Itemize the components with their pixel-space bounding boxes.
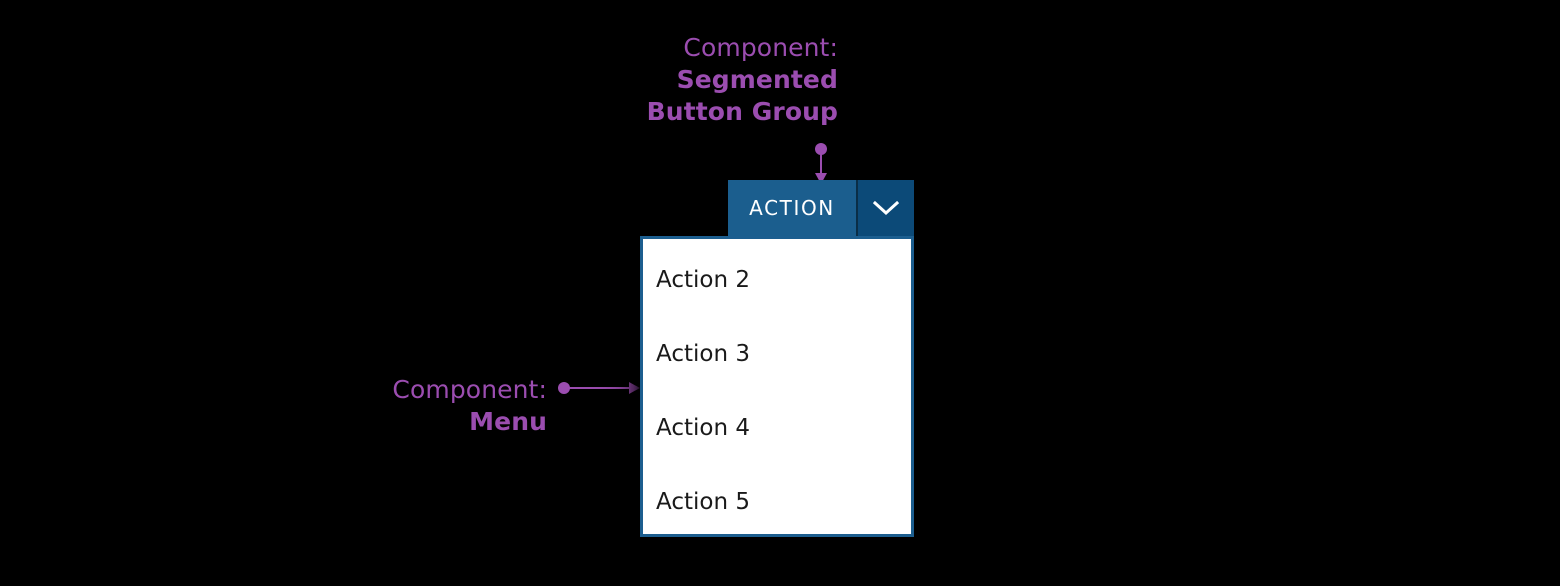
chevron-down-icon [873, 200, 899, 216]
connector-arrowhead-right-icon [629, 382, 640, 394]
annotation-connector-menu [558, 381, 642, 395]
annotation-component-name-line-2: Button Group [646, 97, 838, 126]
annotation-lead-text: Component: [683, 33, 838, 62]
menu-item[interactable]: Action 3 [656, 341, 750, 367]
annotation-connector-segmented-button-group [814, 143, 828, 185]
menu-list: Action 2 Action 3 Action 4 Action 5 [643, 239, 911, 534]
annotation-label-menu: Component: Menu [392, 374, 547, 438]
annotation-component-name: Menu [469, 407, 547, 436]
menu-item[interactable]: Action 2 [656, 267, 750, 293]
annotation-component-name-line-1: Segmented [676, 65, 838, 94]
action-dropdown-toggle-button[interactable] [858, 180, 914, 236]
connector-line [820, 151, 822, 176]
menu: Action 2 Action 3 Action 4 Action 5 [640, 236, 914, 537]
connector-dot [815, 143, 827, 155]
segmented-button-divider [856, 180, 858, 236]
segmented-button-group: ACTION [728, 180, 914, 236]
connector-line [566, 387, 632, 389]
connector-arrowhead-down-icon [815, 173, 827, 184]
action-button[interactable]: ACTION [728, 180, 856, 236]
annotation-lead-text: Component: [392, 375, 547, 404]
menu-item[interactable]: Action 4 [656, 415, 750, 441]
connector-dot [558, 382, 570, 394]
menu-item[interactable]: Action 5 [656, 489, 750, 515]
annotation-label-segmented-button-group: Component: Segmented Button Group [647, 32, 838, 128]
